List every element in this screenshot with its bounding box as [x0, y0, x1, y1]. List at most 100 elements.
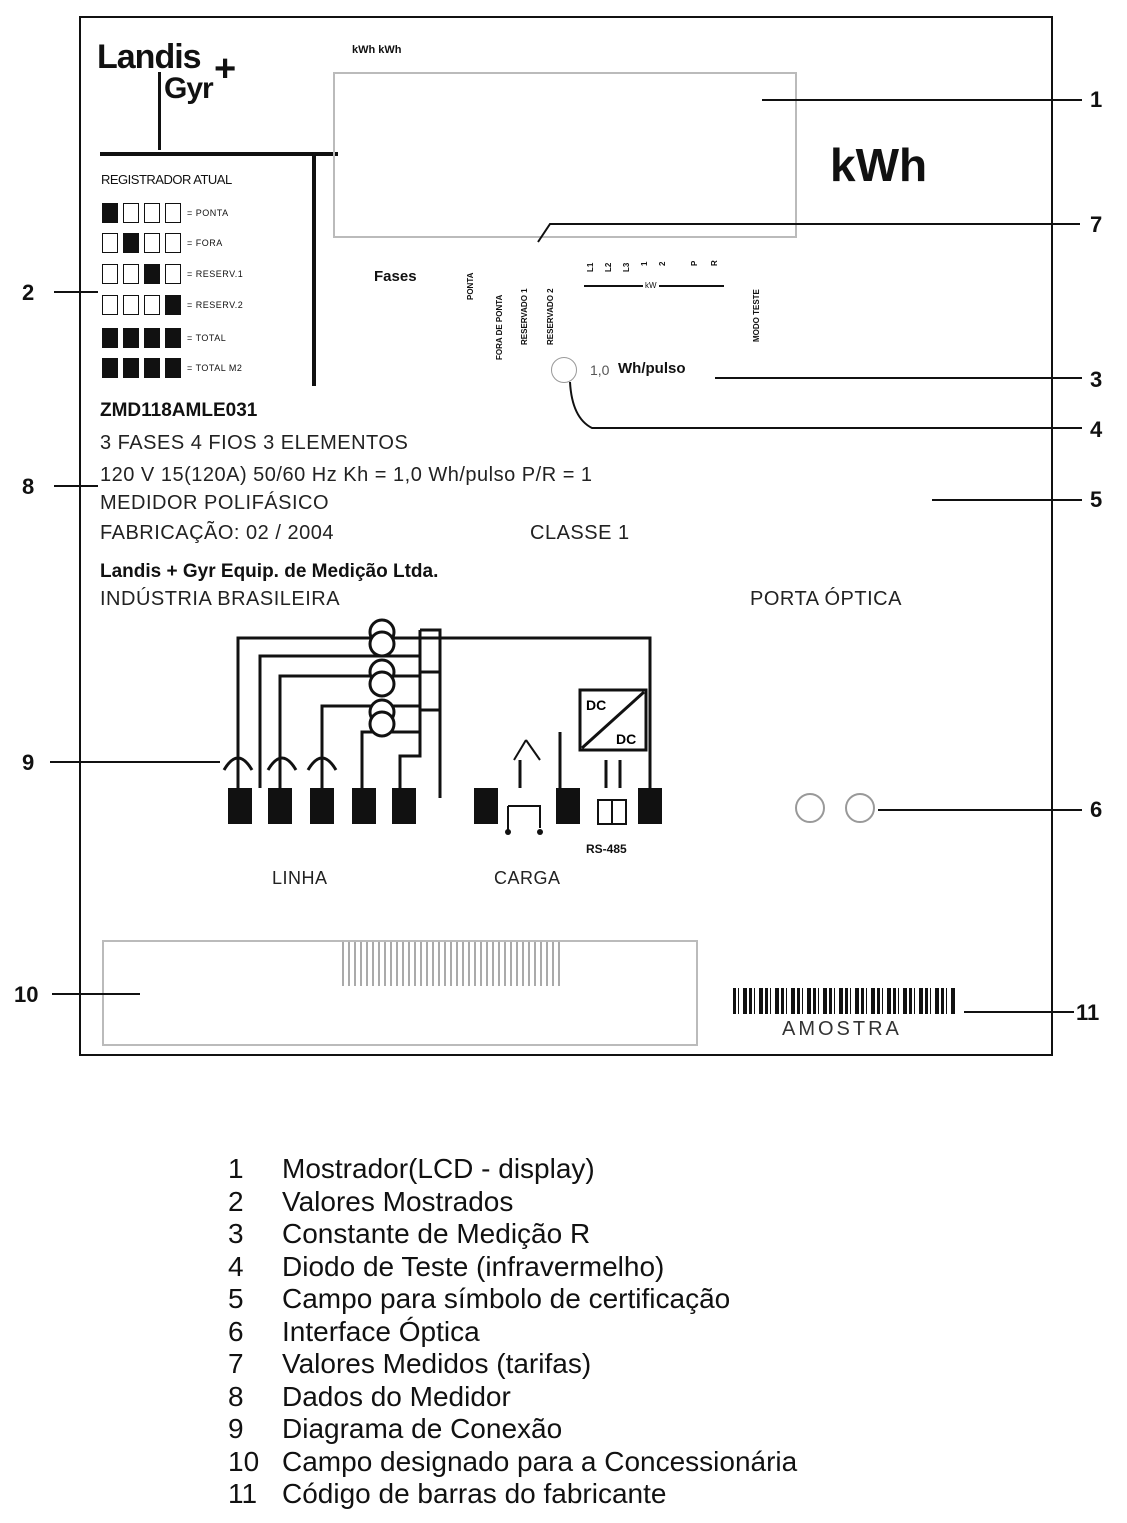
indicator	[144, 203, 160, 223]
indicator	[123, 233, 139, 253]
barcode-text: AMOSTRA	[782, 1018, 902, 1040]
constant-unit: Wh/pulso	[618, 360, 686, 377]
terminal	[556, 788, 580, 824]
terminal	[352, 788, 376, 824]
linha-label: LINHA	[272, 868, 328, 888]
tariff-label: FORA DE PONTA	[495, 294, 504, 360]
modo-teste-label: MODO TESTE	[752, 289, 761, 342]
utility-barcode	[342, 942, 562, 986]
callout-4: 4	[1090, 417, 1103, 442]
callout-1-line	[762, 99, 1082, 101]
phase-label: L2	[604, 262, 613, 272]
meter-classe: CLASSE 1	[530, 522, 630, 544]
callout-5-line	[932, 499, 1082, 501]
terminal	[474, 788, 498, 824]
kw-label: kW	[643, 281, 659, 290]
terminal	[268, 788, 292, 824]
header-rule	[100, 152, 338, 156]
callout-6-line	[878, 809, 1082, 811]
indicator	[165, 328, 181, 348]
callout-10-line	[52, 993, 140, 995]
dc-label-1: DC	[586, 697, 606, 713]
callout-11-line	[964, 1011, 1074, 1013]
callout-9-line	[50, 761, 220, 763]
phase-label: 2	[658, 261, 667, 266]
logo-bar	[158, 72, 161, 150]
phase-label: 1	[640, 261, 649, 266]
indicator	[123, 358, 139, 378]
indicator	[123, 328, 139, 348]
registrador-row-label: = RESERV.1	[187, 269, 244, 279]
callout-8: 8	[22, 474, 35, 499]
test-diode	[551, 357, 577, 383]
optical-port-right	[845, 793, 875, 823]
indicator	[102, 358, 118, 378]
rs485-label: RS-485	[586, 842, 627, 856]
callout-7-line	[537, 223, 1080, 243]
meter-line4: FABRICAÇÃO: 02 / 2004	[100, 522, 334, 544]
dc-label-2: DC	[616, 731, 636, 747]
meter-line1: 3 FASES 4 FIOS 3 ELEMENTOS	[100, 432, 409, 454]
indicator	[102, 295, 118, 315]
callout-3-line	[715, 377, 1082, 379]
logo-gyr: Gyr	[164, 72, 214, 105]
meter-line2: 120 V 15(120A) 50/60 Hz Kh = 1,0 Wh/puls…	[100, 464, 593, 486]
callout-4-line	[569, 381, 1082, 429]
indicator	[165, 233, 181, 253]
indicator	[144, 358, 160, 378]
callout-11: 11	[1076, 1000, 1100, 1025]
phase-label: P	[690, 260, 699, 266]
registrador-row-label: = TOTAL M2	[187, 363, 243, 373]
callout-6: 6	[1090, 797, 1103, 822]
indicator	[102, 264, 118, 284]
constant-value: 1,0	[590, 362, 610, 378]
phase-label: L1	[586, 262, 595, 272]
display-top-label: kWh kWh	[352, 44, 402, 56]
fases-label: Fases	[374, 268, 417, 285]
callout-3: 3	[1090, 367, 1103, 392]
indicator	[144, 328, 160, 348]
indicator	[144, 264, 160, 284]
phase-label: R	[710, 260, 719, 266]
registrador-rule	[312, 156, 316, 386]
indicator	[165, 295, 181, 315]
terminal	[228, 788, 252, 824]
registrador-row-label: = FORA	[187, 238, 223, 248]
registrador-row-label: = PONTA	[187, 208, 229, 218]
indicator	[123, 264, 139, 284]
tariff-label: RESERVADO 1	[520, 288, 529, 345]
terminal	[310, 788, 334, 824]
indicator	[165, 358, 181, 378]
meter-company: Landis + Gyr Equip. de Medição Ltda.	[100, 561, 439, 582]
registrador-row-label: = TOTAL	[187, 333, 227, 343]
connection-diagram: DC DC	[222, 618, 652, 835]
indicator	[123, 203, 139, 223]
registrador-grid: = PONTA = FORA = RESERV.1 = RESERV.2 = T…	[100, 200, 310, 385]
callout-2: 2	[22, 280, 35, 305]
phase-label: L3	[622, 262, 631, 272]
meter-model: ZMD118AMLE031	[100, 400, 258, 421]
indicator	[144, 233, 160, 253]
meter-origin: INDÚSTRIA BRASILEIRA	[100, 588, 341, 610]
manufacturer-barcode	[733, 988, 955, 1014]
callout-9: 9	[22, 750, 35, 775]
indicator	[165, 203, 181, 223]
indicator	[102, 233, 118, 253]
registrador-title: REGISTRADOR ATUAL	[101, 172, 232, 187]
indicator	[102, 203, 118, 223]
tariff-label: PONTA	[466, 272, 475, 300]
porta-optica-label: PORTA ÓPTICA	[750, 588, 902, 610]
registrador-row-label: = RESERV.2	[187, 300, 244, 310]
callout-8-line	[54, 485, 98, 487]
lcd-display	[333, 72, 797, 238]
display-unit: kWh	[830, 139, 928, 191]
